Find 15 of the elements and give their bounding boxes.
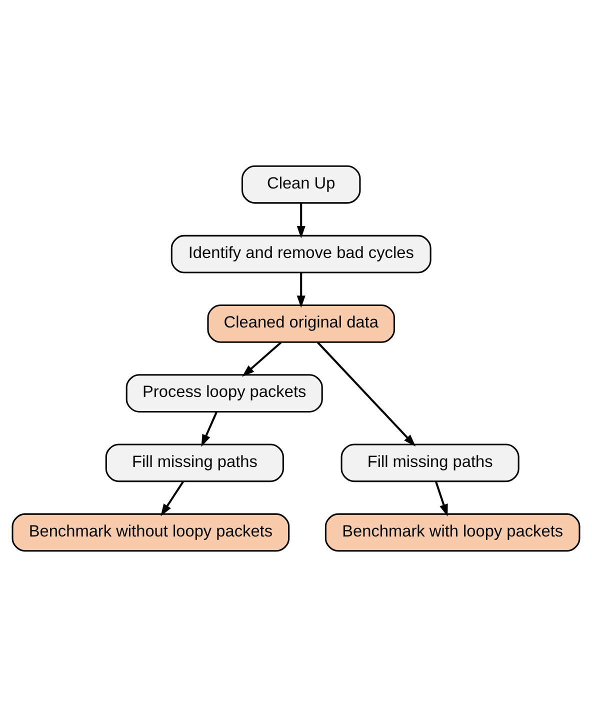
arrow <box>316 342 416 447</box>
node-box: Benchmark without loopy packets <box>12 513 290 552</box>
arrow <box>296 272 306 308</box>
arrow <box>242 342 282 377</box>
arrow <box>160 481 184 516</box>
arrow <box>201 412 218 447</box>
node-box: Fill missing paths <box>105 444 284 482</box>
arrow <box>296 203 306 238</box>
node-box: Benchmark with loopy packets <box>324 513 580 552</box>
node-box: Cleaned original data <box>207 304 396 343</box>
arrow <box>435 481 448 517</box>
node-box: Clean Up <box>242 165 361 204</box>
node-box: Identify and remove bad cycles <box>170 234 432 274</box>
node-box: Fill missing paths <box>340 444 520 482</box>
node-box: Process loopy packets <box>126 374 323 412</box>
